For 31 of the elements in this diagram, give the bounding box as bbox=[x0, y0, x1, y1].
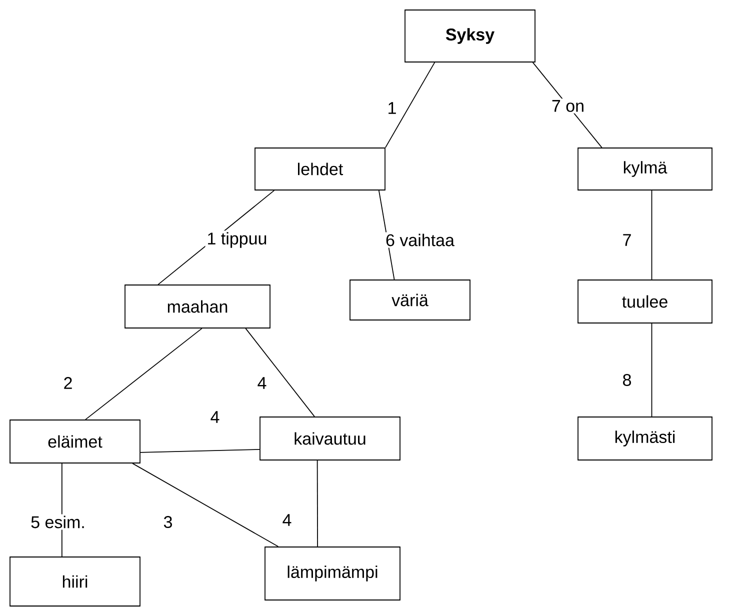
concept-box: väriä bbox=[350, 280, 470, 320]
concept-box: kaivautuu bbox=[260, 416, 400, 460]
edge-label: 4 bbox=[280, 512, 294, 528]
edge-label: 7 bbox=[620, 232, 634, 248]
concept-box: hiiri bbox=[10, 556, 140, 606]
edge-label: 5 esim. bbox=[29, 514, 87, 530]
concept-box: eläimet bbox=[10, 420, 140, 464]
concept-box: Syksy bbox=[404, 10, 536, 62]
edge-label: 1 tippuu bbox=[205, 230, 269, 250]
concept-box: kylmä bbox=[578, 148, 712, 190]
connector-line bbox=[245, 328, 315, 417]
edge-label: 7 on bbox=[550, 98, 586, 114]
connector-line bbox=[651, 323, 652, 417]
concept-box: maahan bbox=[124, 284, 270, 328]
concept-box: tuulee bbox=[578, 280, 712, 324]
connector-line bbox=[316, 460, 318, 547]
connector-line bbox=[651, 190, 652, 280]
concept-box: lämpimämpi bbox=[264, 546, 400, 600]
edge-label: 8 bbox=[620, 372, 634, 388]
edge-label: 2 bbox=[62, 376, 74, 390]
edge-label: 4 bbox=[256, 376, 268, 390]
connector-line bbox=[85, 328, 202, 420]
edge-label: 3 bbox=[162, 514, 174, 530]
concept-box: lehdet bbox=[254, 148, 386, 190]
connector-line bbox=[385, 62, 436, 148]
edge-label: 6 vaihtaa bbox=[384, 232, 456, 248]
concept-box: kylmästi bbox=[578, 416, 712, 460]
connector-line bbox=[140, 449, 260, 453]
edge-label: 1 bbox=[386, 100, 398, 116]
edge-label: 4 bbox=[208, 410, 222, 424]
connector-line bbox=[132, 463, 279, 547]
